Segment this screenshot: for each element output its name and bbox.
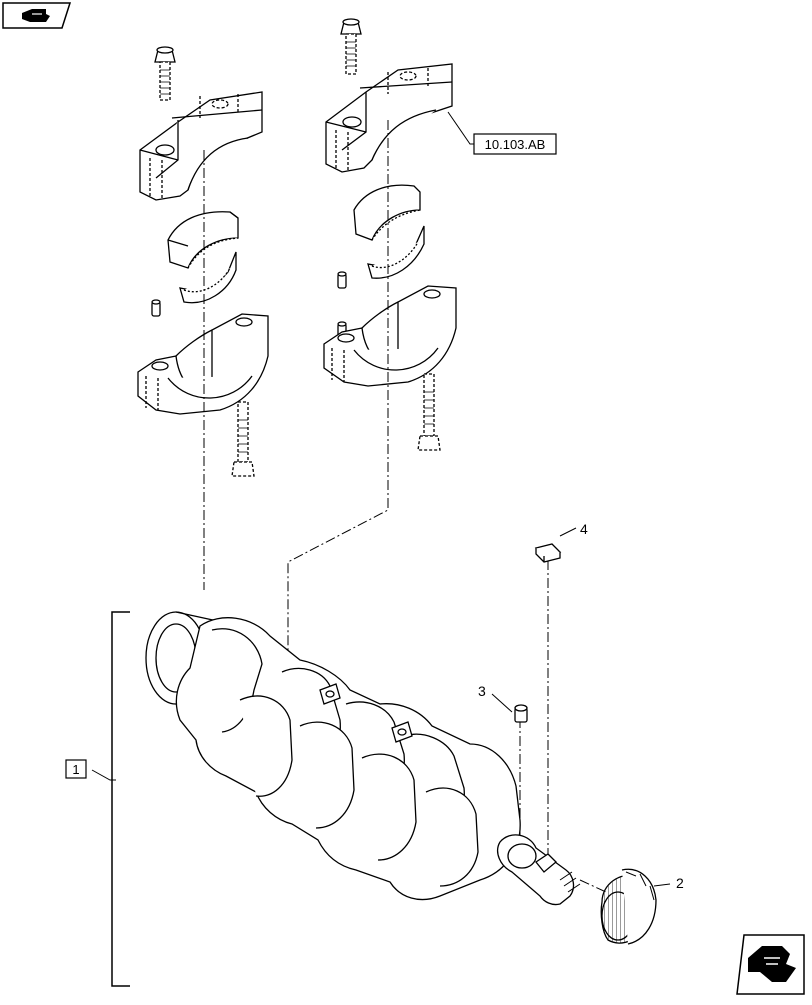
reference-box-10.103.AB[interactable]: 10.103.AB [473,133,557,155]
upper-left-bolt [154,46,176,101]
callout-label-4[interactable]: 4 [580,521,588,537]
next-page-button[interactable] [736,934,805,995]
callout-label-2[interactable]: 2 [676,875,684,891]
upper-left-bearing-shell [167,211,239,269]
right-dowel-pin [337,271,347,289]
crankshaft [145,611,581,906]
lower-right-bolt [417,373,441,451]
callout-label-1: 1 [72,762,79,777]
callout-label-3[interactable]: 3 [478,683,486,699]
upper-right-bearing-cap [325,63,453,173]
dowel-pin-item3 [514,704,528,723]
lower-left-bearing-shell [179,251,237,304]
lower-right-bearing-block [323,285,457,387]
reference-label: 10.103.AB [485,137,546,152]
upper-left-bearing-cap [139,91,263,201]
callout-leaders [91,111,671,987]
previous-page-button[interactable] [2,2,72,29]
callout-item-1[interactable]: 1 [65,759,87,779]
right-bearing-stack [323,18,457,451]
lower-left-bearing-block [137,313,269,415]
left-bearing-stack [137,46,269,477]
lower-left-bolt [231,401,255,477]
woodruff-key [534,543,562,563]
left-dowel-pin [151,299,161,317]
upper-right-bearing-shell [353,184,421,241]
upper-right-bolt [340,18,362,75]
hand-pointing-right-icon [748,946,796,982]
lower-right-bearing-shell [367,225,425,279]
hand-pointing-left-icon [22,9,50,22]
timing-gear [600,868,657,945]
